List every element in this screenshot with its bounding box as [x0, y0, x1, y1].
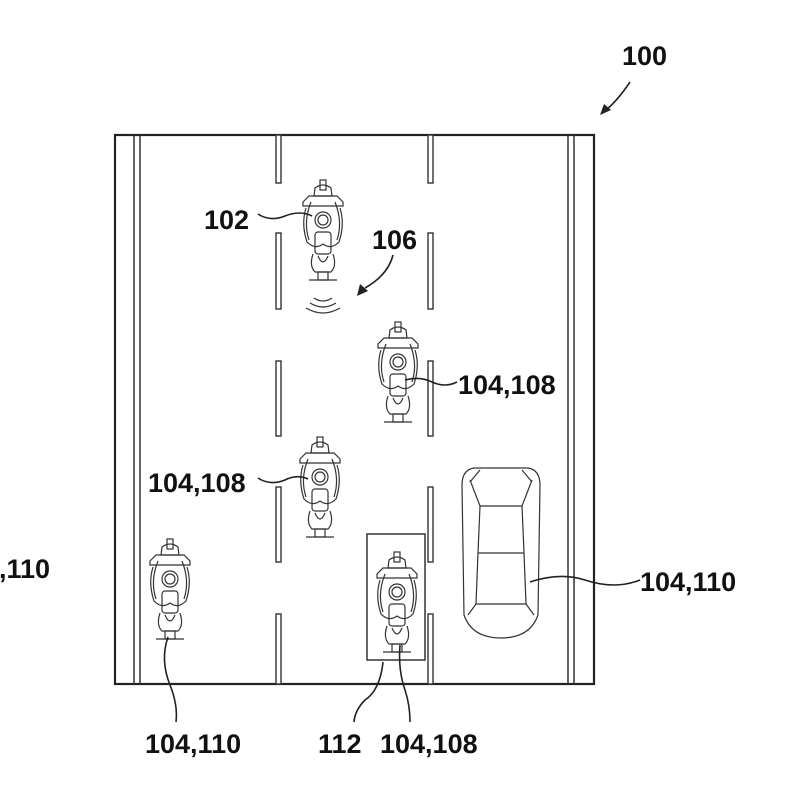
road-outline [113, 133, 596, 686]
leader-left-lane [163, 636, 178, 723]
label-right-lane: 104,108 [458, 370, 556, 400]
arrow-106 [364, 254, 394, 289]
right-shoulder-line [567, 135, 575, 684]
detection-box [366, 533, 426, 661]
arrow-100 [605, 81, 631, 111]
arrowhead-106 [357, 284, 368, 296]
car [461, 467, 541, 639]
leader-112 [353, 661, 384, 723]
label-left-lane: 104,110 [145, 729, 241, 759]
label-car: 104,110 [640, 567, 736, 597]
arrowhead-100 [600, 104, 611, 115]
left-shoulder-line [133, 135, 141, 684]
label-112: 112 [318, 729, 362, 759]
leader-boxed [398, 644, 411, 723]
leader-middle-lane [257, 475, 309, 484]
label-106: 106 [372, 225, 417, 255]
label-middle-lane: 104,108 [148, 468, 246, 498]
label-100: 100 [622, 41, 667, 71]
label-boxed: 104,108 [380, 729, 478, 759]
label-left-offscreen: 104,110 [0, 554, 50, 584]
leader-right-lane [404, 377, 458, 386]
leader-car [529, 575, 641, 586]
label-102: 102 [204, 205, 249, 235]
leader-102 [257, 212, 313, 220]
lane-divider-left [275, 134, 282, 685]
signal-waves-icon [305, 297, 341, 314]
lane-divider-right [427, 134, 434, 685]
